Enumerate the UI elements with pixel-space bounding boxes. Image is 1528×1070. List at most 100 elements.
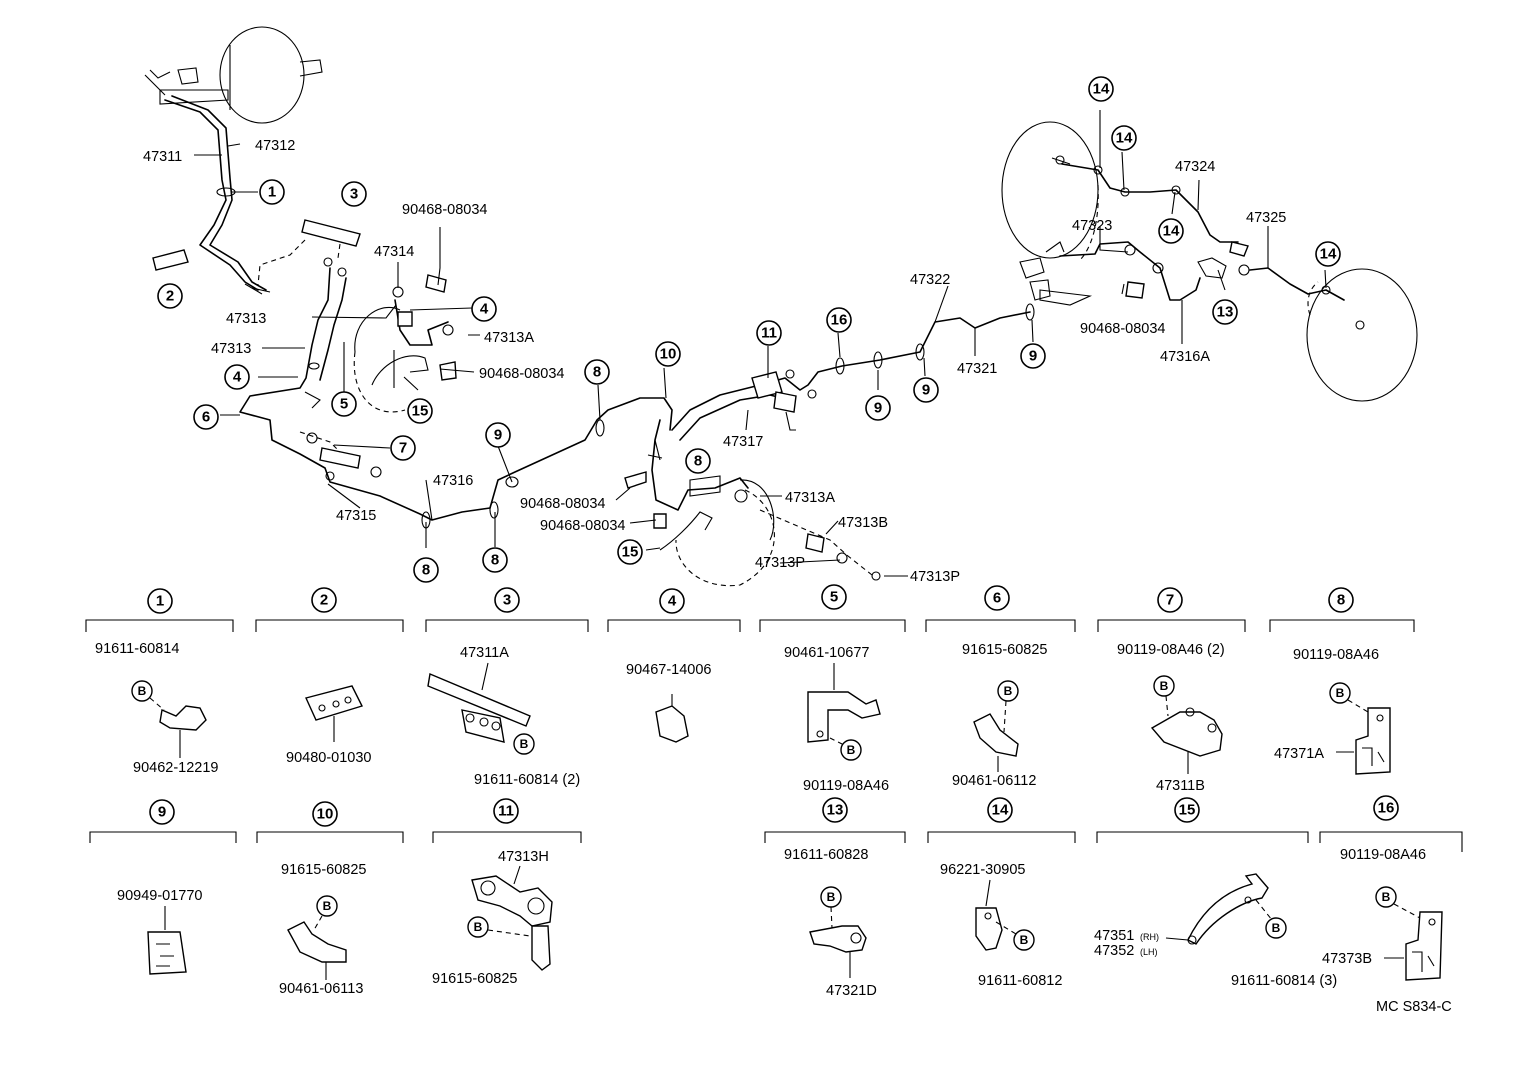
label-90468-08034-mid: 90468-08034: [479, 366, 564, 382]
callout-9-d: 9: [1020, 343, 1046, 369]
label-47322: 47322: [910, 272, 950, 288]
detail-4: 4 90467-14006: [626, 588, 711, 743]
callout-14-c: 14: [1158, 218, 1184, 244]
callout-16: 16: [826, 307, 852, 333]
detail-3-bolt: 91611-60814 (2): [474, 772, 580, 788]
main-assembly: 47311 47312 47313 47313 47314 90468-0803…: [143, 26, 1418, 587]
svg-text:B: B: [1336, 686, 1345, 700]
detail-15-part-lh: 47352: [1094, 943, 1134, 959]
callout-9-a: 9: [485, 422, 511, 448]
svg-text:15: 15: [412, 403, 429, 420]
detail-7: 7 90119-08A46 (2) B 47311B: [1117, 587, 1225, 794]
svg-text:B: B: [1020, 933, 1029, 947]
detail-14-bolt: 91611-60812: [978, 973, 1062, 989]
label-90468-08034-low1: 90468-08034: [520, 496, 605, 512]
detail-11: 11 47313H B 91615-60825: [432, 798, 553, 987]
svg-text:4: 4: [668, 593, 677, 610]
callout-15-lower: 15: [617, 539, 643, 565]
svg-text:14: 14: [1093, 81, 1110, 98]
callout-4-upper: 4: [471, 296, 497, 322]
detail-15-lh-tag: (LH): [1140, 947, 1158, 957]
detail-1: 1 91611-60814 B 90462-12219: [95, 588, 218, 776]
svg-text:B: B: [847, 743, 856, 757]
callout-7: 7: [390, 435, 416, 461]
detail-16: 16 90119-08A46 B 47373B: [1322, 795, 1443, 981]
label-47313B: 47313B: [838, 515, 888, 531]
callout-14-a: 14: [1088, 76, 1114, 102]
label-47312: 47312: [255, 138, 295, 154]
svg-text:1: 1: [156, 593, 164, 610]
svg-text:9: 9: [922, 382, 930, 399]
svg-text:B: B: [520, 737, 529, 751]
callout-8-a: 8: [413, 557, 439, 583]
svg-text:8: 8: [593, 364, 601, 381]
detail-4-part: 90467-14006: [626, 662, 711, 678]
callout-8-c: 8: [584, 359, 610, 385]
svg-text:9: 9: [874, 400, 882, 417]
detail-6-part: 90461-06112: [952, 773, 1036, 789]
callout-8-b: 8: [482, 547, 508, 573]
label-47323: 47323: [1072, 218, 1112, 234]
callout-5: 5: [331, 391, 357, 417]
callout-4-lower: 4: [224, 364, 250, 390]
label-90468-08034-top: 90468-08034: [402, 202, 487, 218]
svg-text:7: 7: [399, 440, 407, 457]
svg-text:9: 9: [158, 804, 166, 821]
detail-8-part: 47371A: [1274, 746, 1324, 762]
detail-16-part: 47373B: [1322, 951, 1372, 967]
svg-text:1: 1: [268, 184, 276, 201]
svg-text:5: 5: [830, 589, 838, 606]
diagram-code: MC S834-C: [1376, 999, 1452, 1015]
svg-text:8: 8: [1337, 592, 1345, 609]
label-47324: 47324: [1175, 159, 1215, 175]
detail-11-bolt: 91615-60825: [432, 971, 517, 987]
svg-text:6: 6: [202, 409, 210, 426]
svg-text:4: 4: [233, 369, 242, 386]
callout-13: 13: [1212, 299, 1238, 325]
svg-text:B: B: [827, 890, 836, 904]
detail-1-bolt: 91611-60814: [95, 641, 179, 657]
detail-15-part-rh: 47351: [1094, 928, 1134, 944]
svg-text:B: B: [1160, 679, 1169, 693]
svg-text:3: 3: [350, 186, 358, 203]
svg-text:14: 14: [1116, 130, 1133, 147]
label-47321: 47321: [957, 361, 997, 377]
callout-10: 10: [655, 341, 681, 367]
detail-5: 5 90461-10677 B 90119-08A46: [784, 584, 889, 794]
detail-2-part: 90480-01030: [286, 750, 371, 766]
callout-9-c: 9: [913, 377, 939, 403]
label-47325: 47325: [1246, 210, 1286, 226]
svg-text:2: 2: [320, 592, 328, 609]
label-47314: 47314: [374, 244, 414, 260]
svg-text:11: 11: [498, 803, 514, 820]
detail-10-bolt: 91615-60825: [281, 862, 366, 878]
brake-booster: [144, 26, 323, 124]
svg-text:9: 9: [1029, 348, 1037, 365]
svg-text:B: B: [323, 899, 332, 913]
detail-9-part: 90949-01770: [117, 888, 202, 904]
svg-text:B: B: [474, 920, 483, 934]
label-47315: 47315: [336, 508, 376, 524]
detail-5-bolt: 90119-08A46: [803, 778, 889, 794]
label-47316: 47316: [433, 473, 473, 489]
callout-8-d: 8: [685, 448, 711, 474]
svg-text:13: 13: [1217, 304, 1234, 321]
callout-14-b: 14: [1111, 125, 1137, 151]
label-47311: 47311: [143, 149, 182, 165]
svg-text:10: 10: [660, 346, 677, 363]
label-47313A-low: 47313A: [785, 490, 835, 506]
svg-text:4: 4: [480, 301, 489, 318]
callout-2: 2: [157, 283, 183, 309]
detail-13: 13 91611-60828 B 47321D: [784, 797, 877, 999]
callout-9-b: 9: [865, 395, 891, 421]
detail-15-rh-tag: (RH): [1140, 932, 1159, 942]
label-90468-08034-low2: 90468-08034: [540, 518, 625, 534]
svg-text:B: B: [1004, 684, 1013, 698]
label-47313A-top: 47313A: [484, 330, 534, 346]
svg-text:B: B: [1382, 890, 1391, 904]
svg-text:9: 9: [494, 427, 502, 444]
svg-text:8: 8: [422, 562, 430, 579]
svg-text:7: 7: [1166, 592, 1174, 609]
svg-text:14: 14: [992, 802, 1009, 819]
